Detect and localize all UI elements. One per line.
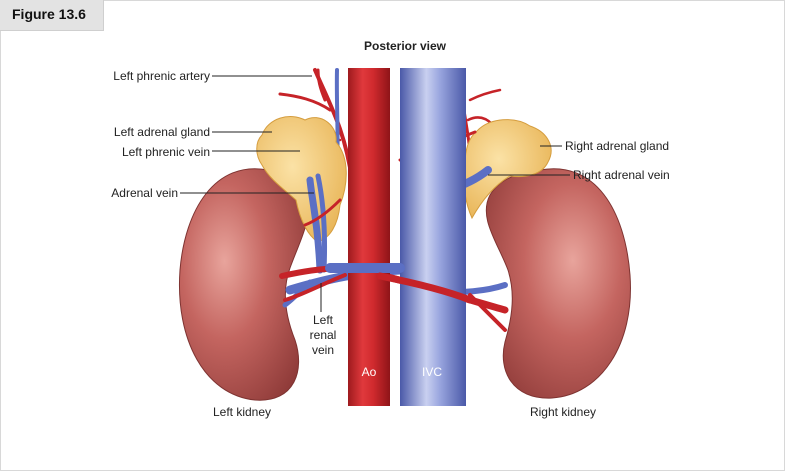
label-left-renal-vein-line1: Left — [313, 313, 334, 327]
label-right-adrenal-gland: Right adrenal gland — [565, 139, 669, 153]
label-adrenal-vein: Adrenal vein — [111, 186, 178, 200]
figure-tab: Figure 13.6 — [0, 0, 104, 31]
label-ao: Ao — [362, 365, 377, 379]
inferior-vena-cava — [400, 68, 466, 406]
diagram-title: Posterior view — [364, 39, 447, 53]
left-kidney — [178, 168, 309, 401]
label-left-renal-vein-line2: renal — [310, 328, 337, 342]
figure-label: Figure 13.6 — [12, 6, 86, 22]
label-left-renal-vein-line3: vein — [312, 343, 334, 357]
aorta — [348, 68, 390, 406]
renal-artery-crossing — [376, 272, 474, 304]
label-right-kidney: Right kidney — [530, 405, 596, 419]
right-kidney — [485, 168, 631, 399]
label-left-adrenal-gland: Left adrenal gland — [114, 125, 210, 139]
label-left-phrenic-vein: Left phrenic vein — [122, 145, 210, 159]
label-left-phrenic-artery: Left phrenic artery — [113, 69, 210, 83]
label-right-adrenal-vein: Right adrenal vein — [573, 168, 670, 182]
label-left-kidney: Left kidney — [213, 405, 271, 419]
leader-lines — [180, 75, 570, 312]
label-ivc: IVC — [422, 365, 442, 379]
